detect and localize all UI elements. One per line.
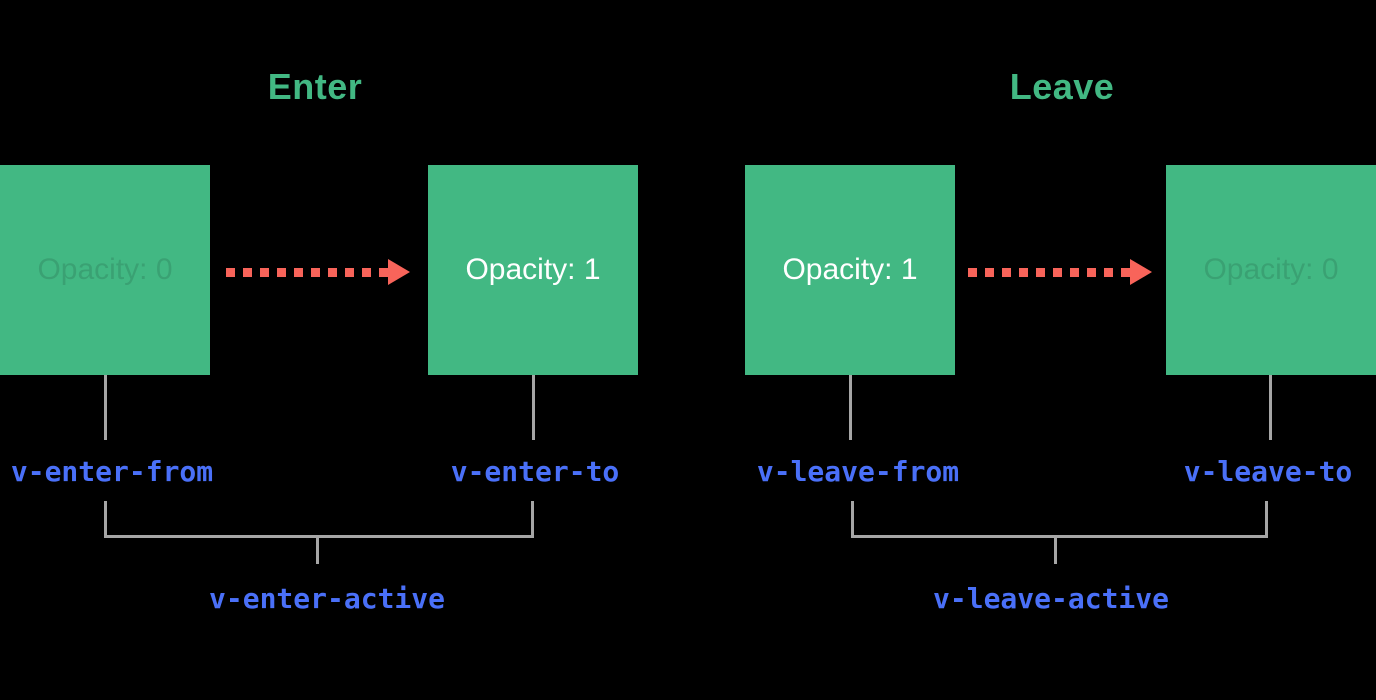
leave-from-class-label: v-leave-from (756, 455, 960, 488)
enter-active-stem-line (316, 538, 319, 564)
enter-from-class-label: v-enter-from (10, 455, 214, 488)
leave-transition-arrow-icon (968, 259, 1152, 285)
enter-phase-title: Enter (267, 66, 363, 107)
leave-active-stem-line (1054, 538, 1057, 564)
leave-to-connector-line (1269, 375, 1272, 440)
arrowhead-icon (1130, 259, 1152, 285)
enter-to-state-label: Opacity: 1 (465, 253, 601, 286)
enter-transition-arrow-icon (226, 259, 410, 285)
enter-from-state-label: Opacity: 0 (37, 253, 173, 286)
dashed-line (226, 267, 388, 277)
leave-from-state-label: Opacity: 1 (782, 253, 918, 286)
leave-from-state-box: Opacity: 1 (745, 165, 955, 375)
leave-active-bracket (851, 501, 1268, 538)
leave-to-class-label: v-leave-to (1183, 455, 1353, 488)
enter-to-connector-line (532, 375, 535, 440)
dashed-line (968, 267, 1130, 277)
leave-to-state-box: Opacity: 0 (1166, 165, 1376, 375)
leave-phase-title: Leave (1009, 66, 1115, 107)
leave-from-connector-line (849, 375, 852, 440)
enter-to-class-label: v-enter-to (450, 455, 620, 488)
enter-to-state-box: Opacity: 1 (428, 165, 638, 375)
enter-active-class-label: v-enter-active (208, 582, 446, 615)
leave-active-class-label: v-leave-active (932, 582, 1170, 615)
arrowhead-icon (388, 259, 410, 285)
enter-from-state-box: Opacity: 0 (0, 165, 210, 375)
leave-to-state-label: Opacity: 0 (1203, 253, 1339, 286)
enter-active-bracket (104, 501, 534, 538)
enter-from-connector-line (104, 375, 107, 440)
